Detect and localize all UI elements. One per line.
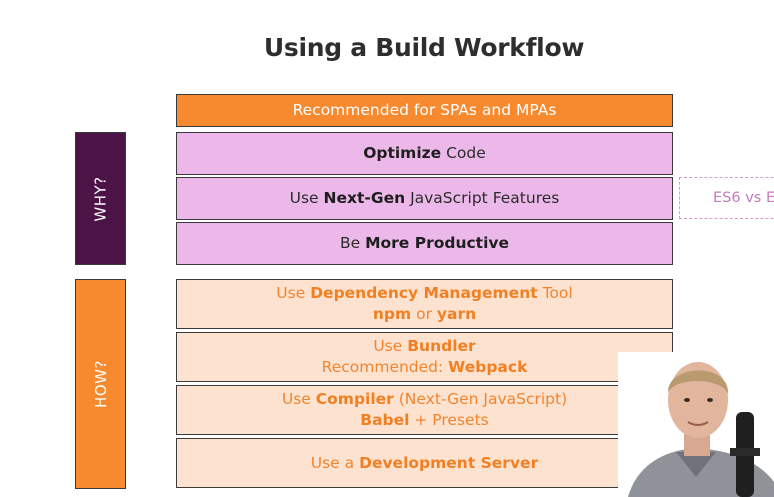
why-label-box: WHY? [75,132,126,265]
presenter-figure [618,352,774,497]
why-item-text: Use Next-Gen JavaScript Features [289,189,560,207]
why-label: WHY? [91,175,110,222]
how-item-compiler: Use Compiler (Next-Gen JavaScript) Babel… [176,385,673,435]
why-item-optimize: Optimize Code [176,132,673,175]
how-item-line1: Use Bundler [373,337,476,355]
why-item-text: Be More Productive [339,234,510,252]
how-item-bundler: Use Bundler Recommended: Webpack [176,332,673,382]
why-item-productive: Be More Productive [176,222,673,265]
how-item-line2: Babel + Presets [360,411,489,429]
presenter-webcam [618,352,774,497]
es6-side-note: ES6 vs E [679,177,774,219]
how-label: HOW? [91,360,110,408]
how-item-line2: npm or yarn [372,305,477,323]
how-item-line1: Use Compiler (Next-Gen JavaScript) [281,390,568,408]
how-item-line1: Use Dependency Management Tool [276,284,573,302]
recommended-banner-text: Recommended for SPAs and MPAs [292,101,557,119]
how-item-line2: Recommended: Webpack [321,358,528,376]
slide-title: Using a Build Workflow [263,33,585,62]
how-item-text: Use a Development Server [310,453,539,472]
how-item-dependency: Use Dependency Management Tool npm or ya… [176,279,673,329]
recommended-banner: Recommended for SPAs and MPAs [176,94,673,127]
why-item-text: Optimize Code [363,144,486,162]
how-item-devserver: Use a Development Server [176,438,673,488]
how-label-box: HOW? [75,279,126,489]
why-item-nextgen: Use Next-Gen JavaScript Features [176,177,673,220]
